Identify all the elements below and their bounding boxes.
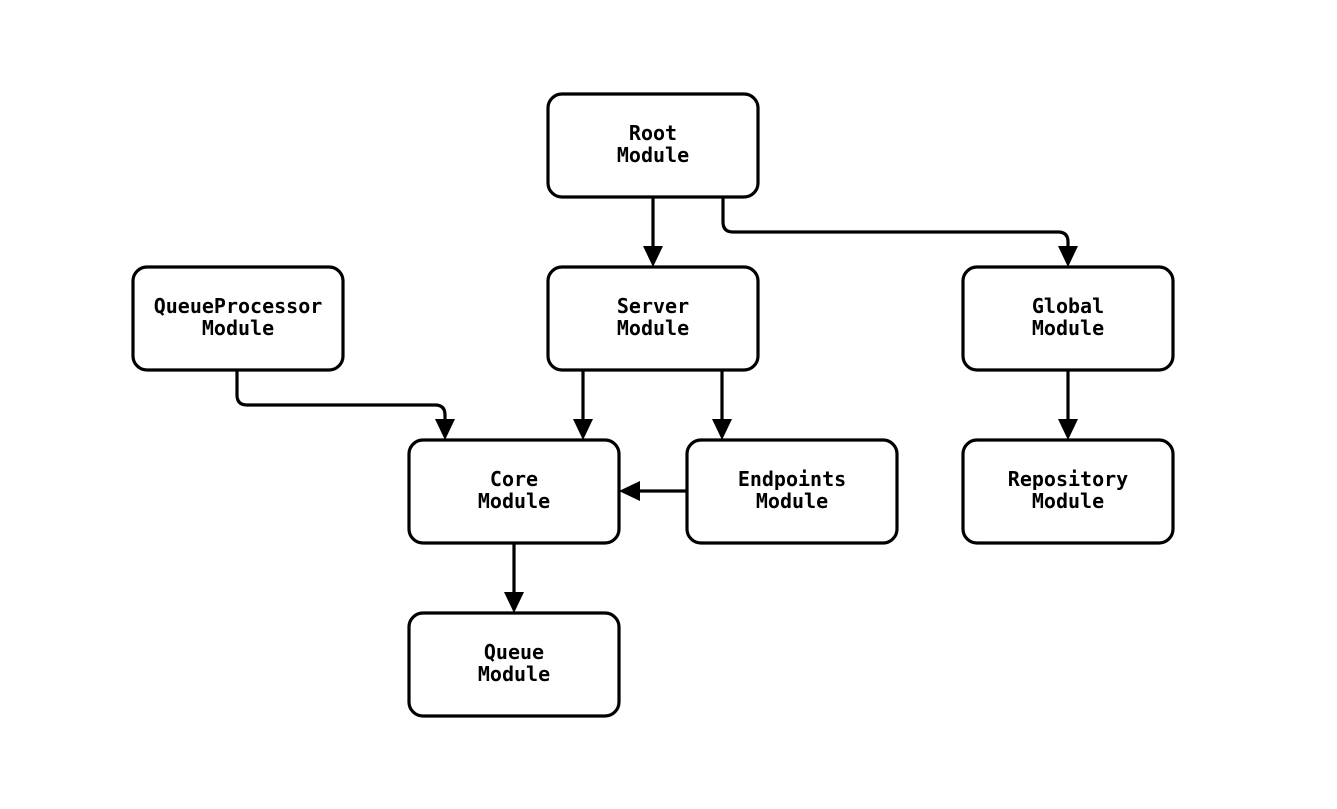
node-box[interactable] <box>961 265 1175 372</box>
node-label-secondary: Module <box>1032 316 1104 340</box>
nodes-layer: RootModuleQueueProcessorModuleServerModu… <box>131 92 1175 718</box>
node-box[interactable] <box>546 92 760 199</box>
edge-root-to-server <box>643 197 663 267</box>
node-label-secondary: Module <box>617 143 689 167</box>
edge-endpoints-to-core <box>619 481 687 501</box>
edge-server-to-core <box>573 370 593 440</box>
node-label-primary: QueueProcessor <box>154 294 323 318</box>
node-box[interactable] <box>407 611 621 718</box>
edge-line <box>721 197 1070 252</box>
arrowhead-icon <box>504 592 524 613</box>
node-label-primary: Endpoints <box>738 467 846 491</box>
edge-line <box>235 370 447 425</box>
node-box[interactable] <box>685 438 899 545</box>
node-label-primary: Core <box>490 467 538 491</box>
arrowhead-icon <box>1058 246 1078 267</box>
arrowhead-icon <box>643 246 663 267</box>
node-label-primary: Queue <box>484 640 544 664</box>
node-label-secondary: Module <box>478 489 550 513</box>
node-label-secondary: Module <box>478 662 550 686</box>
node-label-secondary: Module <box>202 316 274 340</box>
node-label-primary: Root <box>629 121 677 145</box>
node-label-primary: Repository <box>1008 467 1128 491</box>
node-label-secondary: Module <box>756 489 828 513</box>
edges-layer <box>235 197 1078 613</box>
arrowhead-icon <box>619 481 640 501</box>
edge-queueprocessor-to-core <box>235 370 455 440</box>
edge-global-to-repository <box>1058 370 1078 440</box>
node-label-primary: Server <box>617 294 689 318</box>
node-label-secondary: Module <box>617 316 689 340</box>
node-box[interactable] <box>407 438 621 545</box>
node-box[interactable] <box>546 265 760 372</box>
node-label-primary: Global <box>1032 294 1104 318</box>
arrowhead-icon <box>712 419 732 440</box>
node-box[interactable] <box>131 265 345 372</box>
edge-core-to-queue <box>504 543 524 613</box>
arrowhead-icon <box>435 419 455 440</box>
arrowhead-icon <box>1058 419 1078 440</box>
edge-root-to-global <box>721 197 1078 267</box>
node-label-secondary: Module <box>1032 489 1104 513</box>
node-box[interactable] <box>961 438 1175 545</box>
arrowhead-icon <box>573 419 593 440</box>
edge-server-to-endpoints <box>712 370 732 440</box>
